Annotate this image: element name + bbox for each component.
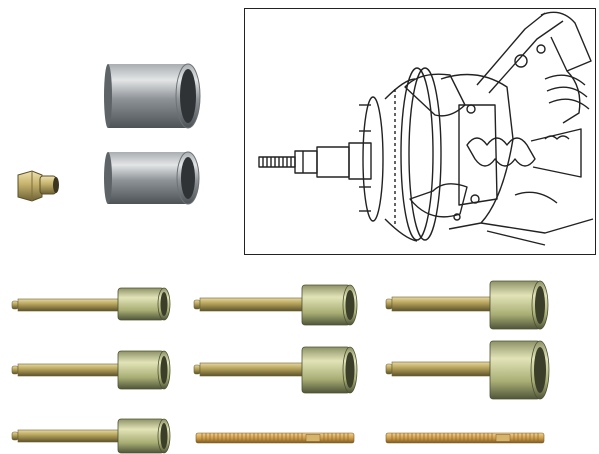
cup-extractor-icon <box>11 350 171 390</box>
cup-extractor-icon <box>11 287 171 321</box>
steel-sleeve-icon <box>104 63 201 129</box>
cup-extractor-icon <box>385 280 549 330</box>
threaded-rod-icon <box>385 432 545 444</box>
cup-extractor-icon <box>11 418 171 454</box>
hub-puller-line-art <box>258 11 594 246</box>
steel-sleeve-icon <box>104 151 200 205</box>
cup-extractor-icon <box>193 346 358 394</box>
hub-puller-diagram <box>244 8 596 255</box>
cup-extractor-icon <box>193 284 358 326</box>
threaded-nut-icon <box>17 170 59 202</box>
threaded-rod-icon <box>195 432 355 444</box>
cup-extractor-icon <box>385 340 550 400</box>
